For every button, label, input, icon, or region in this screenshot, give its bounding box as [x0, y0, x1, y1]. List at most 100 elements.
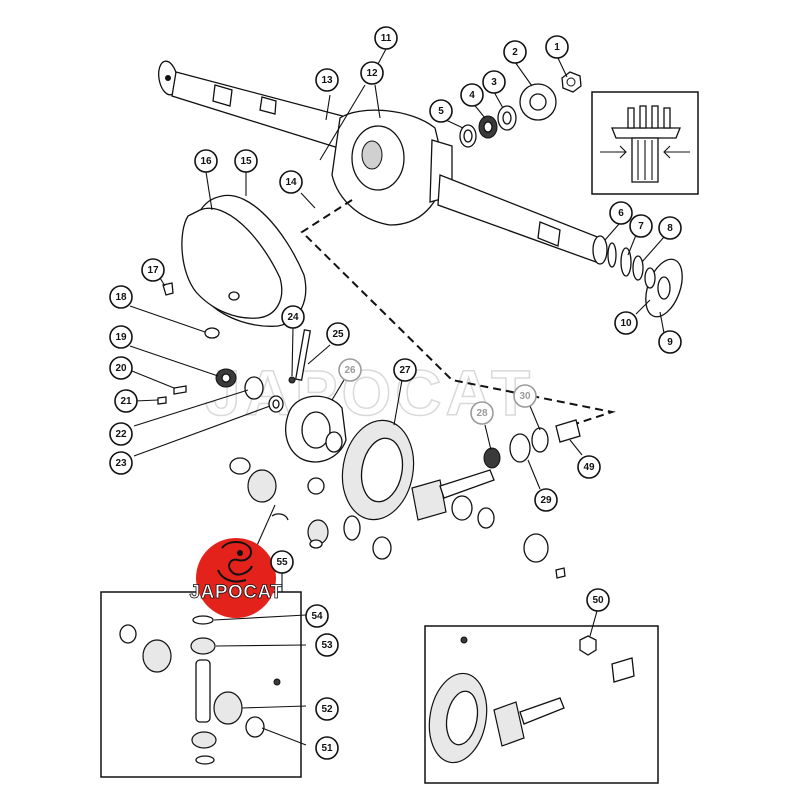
- exploded-view-dashed-guide: [300, 199, 616, 426]
- callout-14: 14: [279, 170, 303, 194]
- callout-circle: [629, 214, 653, 238]
- callout-17: 17: [141, 258, 165, 282]
- callout-circle: [545, 35, 569, 59]
- callout-51: 51: [315, 736, 339, 760]
- callout-circle: [338, 358, 362, 382]
- callout-circle: [109, 422, 133, 446]
- logo-emblem: [217, 541, 253, 583]
- callout-number: 5: [438, 106, 444, 117]
- gear-kit-parts: [119, 615, 281, 765]
- callout-9: 9: [658, 330, 682, 354]
- callout-number: 28: [476, 408, 488, 419]
- callout-number: 22: [115, 429, 127, 440]
- callout-circle: [315, 736, 339, 760]
- callout-number: 3: [491, 77, 497, 88]
- callout-5: 5: [429, 99, 453, 123]
- callout-circle: [393, 358, 417, 382]
- callout-30: 30: [513, 384, 537, 408]
- inset-spline-detail: [591, 91, 699, 195]
- callout-18: 18: [109, 285, 133, 309]
- callout-12: 12: [360, 61, 384, 85]
- differential-case: [285, 329, 347, 463]
- callout-26: 26: [338, 358, 362, 382]
- differential-cover: [181, 194, 307, 327]
- callout-circle: [109, 325, 133, 349]
- callout-circle: [315, 697, 339, 721]
- callout-22: 22: [109, 422, 133, 446]
- callout-15: 15: [234, 149, 258, 173]
- callout-number: 19: [115, 332, 127, 343]
- callout-number: 4: [469, 90, 475, 101]
- logo-text: JAPOCAT: [190, 582, 283, 603]
- callout-53: 53: [315, 633, 339, 657]
- callout-21: 21: [114, 389, 138, 413]
- callout-number: 55: [276, 557, 288, 568]
- callout-number: 54: [311, 611, 323, 622]
- callout-circle: [460, 83, 484, 107]
- callout-11: 11: [374, 26, 398, 50]
- callout-number: 30: [519, 391, 531, 402]
- callout-circle: [534, 488, 558, 512]
- callout-circle: [586, 588, 610, 612]
- callout-25: 25: [326, 322, 350, 346]
- brand-logo: JAPOCAT: [189, 538, 283, 618]
- callout-1: 1: [545, 35, 569, 59]
- callout-8: 8: [658, 216, 682, 240]
- callout-19: 19: [109, 325, 133, 349]
- callout-circle: [360, 61, 384, 85]
- callout-circle: [482, 70, 506, 94]
- callout-circle: [109, 285, 133, 309]
- callout-number: 13: [321, 75, 333, 86]
- callout-circle: [503, 40, 527, 64]
- callout-number: 8: [667, 223, 673, 234]
- callout-52: 52: [315, 697, 339, 721]
- callout-23: 23: [109, 451, 133, 475]
- callout-circle: [658, 216, 682, 240]
- ring-pinion-kit-parts: [428, 635, 635, 764]
- callout-29: 29: [534, 488, 558, 512]
- ring-pinion-kit-box: [424, 625, 659, 784]
- callout-number: 6: [618, 208, 624, 219]
- callout-3: 3: [482, 70, 506, 94]
- callout-number: 26: [344, 365, 356, 376]
- callout-circle: [270, 550, 294, 574]
- callout-number: 9: [667, 337, 673, 348]
- leader-lines: [129, 48, 665, 746]
- callout-28: 28: [470, 401, 494, 425]
- callout-number: 11: [381, 33, 392, 44]
- callout-number: 10: [620, 318, 632, 329]
- callout-49: 49: [577, 455, 601, 479]
- callout-55: 55: [270, 550, 294, 574]
- callout-number: 20: [115, 363, 127, 374]
- callout-2: 2: [503, 40, 527, 64]
- logo-badge: [196, 538, 276, 618]
- callout-number: 15: [240, 156, 252, 167]
- axle-housing: [158, 60, 617, 268]
- callout-24: 24: [281, 305, 305, 329]
- callout-circle: [429, 99, 453, 123]
- callout-number: 51: [321, 743, 333, 754]
- axle-bearing-parts: [459, 71, 582, 148]
- callout-27: 27: [393, 358, 417, 382]
- callout-number: 12: [366, 68, 378, 79]
- callout-circle: [577, 455, 601, 479]
- callout-6: 6: [609, 201, 633, 225]
- callout-7: 7: [629, 214, 653, 238]
- callout-circle: [315, 633, 339, 657]
- callout-circle: [513, 384, 537, 408]
- callout-circle: [374, 26, 398, 50]
- callout-10: 10: [614, 311, 638, 335]
- callout-circle: [609, 201, 633, 225]
- callout-number: 52: [321, 704, 333, 715]
- callout-number: 24: [287, 312, 299, 323]
- callout-13: 13: [315, 68, 339, 92]
- callout-20: 20: [109, 356, 133, 380]
- callout-circle: [279, 170, 303, 194]
- callout-number: 53: [321, 640, 333, 651]
- callout-number: 16: [200, 156, 212, 167]
- callout-number: 49: [583, 462, 595, 473]
- callout-4: 4: [460, 83, 484, 107]
- pinion-gear: [343, 469, 495, 560]
